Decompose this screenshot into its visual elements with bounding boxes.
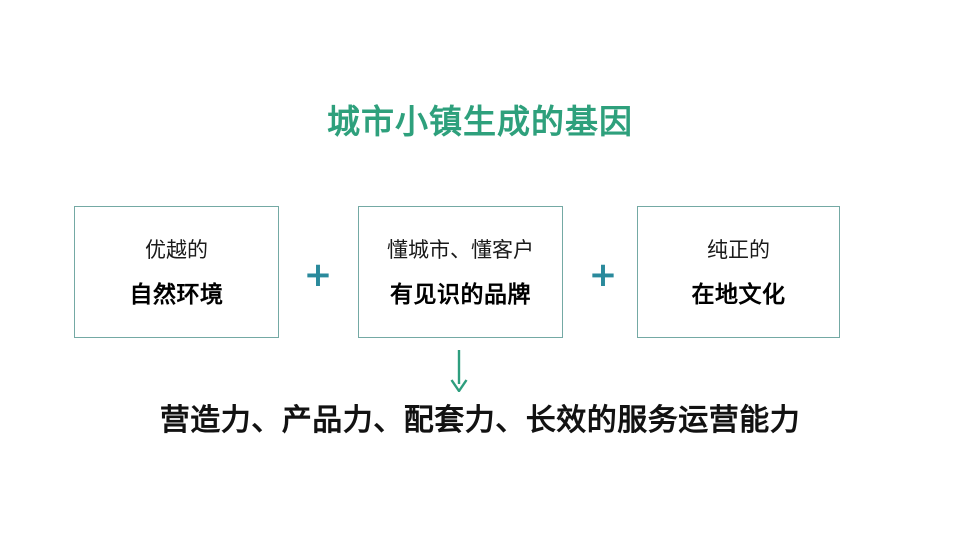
conclusion-text: 营造力、产品力、配套力、长效的服务运营能力 (159, 403, 801, 438)
factor-main-text: 自然环境 (129, 282, 224, 308)
arrow-down-icon (444, 350, 474, 394)
factor-box-local-culture: 纯正的 在地文化 (637, 206, 840, 338)
plus-icon: + (588, 255, 618, 295)
factor-main-text: 在地文化 (691, 282, 786, 308)
plus-icon: + (303, 255, 333, 295)
factor-formula-row: 优越的 自然环境 + 懂城市、懂客户 有见识的品牌 + 纯正的 在地文化 (74, 206, 840, 338)
factor-main-text: 有见识的品牌 (390, 282, 531, 308)
factor-lead-text: 懂城市、懂客户 (387, 238, 534, 262)
factor-lead-text: 优越的 (145, 238, 208, 262)
page-title: 城市小镇生成的基因 (327, 102, 633, 141)
factor-box-insightful-brand: 懂城市、懂客户 有见识的品牌 (358, 206, 563, 338)
factor-lead-text: 纯正的 (707, 238, 770, 262)
factor-box-natural-environment: 优越的 自然环境 (74, 206, 279, 338)
